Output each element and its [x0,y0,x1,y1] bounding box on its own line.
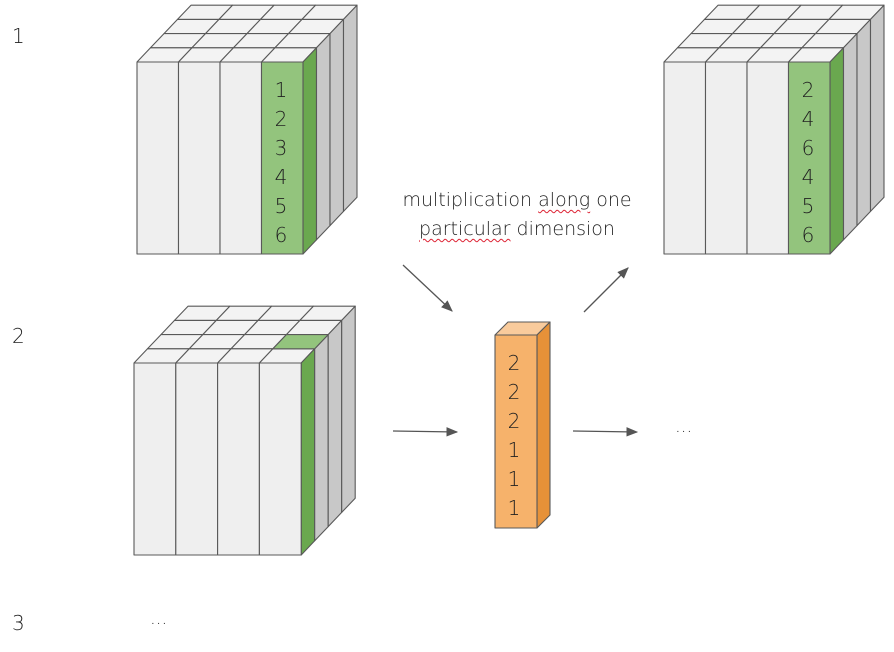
value-cell: 4 [801,107,815,131]
cube-front-column [663,61,707,255]
value-cell: 1 [507,467,521,491]
multiplier-side [536,321,551,529]
caption-word: particular [419,218,511,240]
arrows [392,264,639,437]
cube-front-column [136,61,180,255]
cube-front-column [177,61,221,255]
output-highlighted-column-values: 2 4 6 4 5 6 [788,76,828,250]
cube-side-slab [302,47,318,255]
cube-side-slab [341,305,356,513]
input-tensor-cube-row2 [133,305,356,556]
value-cell: 4 [274,165,288,189]
row-label-1: 1 [12,24,25,48]
caption-line-1: multiplication along one [380,186,654,215]
cube-front-column [258,362,302,556]
cube-side-slab [315,33,331,241]
row3-ellipsis: ... [150,608,168,629]
cube-front-column [217,362,260,556]
value-cell: 2 [274,107,288,131]
operation-caption: multiplication along one particular dime… [380,186,654,244]
cube-side-slab [300,348,316,556]
highlighted-top-cell [272,334,329,350]
highlighted-column [787,61,831,255]
input-tensor-cube-row1 [136,4,358,255]
arrow-multiplier-to-output [583,267,629,313]
input-highlighted-column-values: 1 2 3 4 5 6 [261,76,301,250]
row-label-3: 3 [12,611,25,635]
cube-side-slab [342,4,358,212]
cube-side-slab [856,18,872,227]
cube-side-slab [842,33,858,241]
value-cell: 5 [801,194,815,218]
value-cell: 2 [507,409,521,433]
value-cell: 5 [274,194,288,218]
row2-result-ellipsis: ... [675,416,693,437]
value-cell: 3 [274,136,288,160]
value-cell: 1 [507,496,521,520]
value-cell: 1 [507,438,521,462]
caption-word: dimension [516,218,615,240]
cube-side-slab [329,18,345,227]
highlighted-column [260,61,304,255]
caption-word: multiplication [402,189,533,211]
value-cell: 2 [507,380,521,404]
value-cell: 6 [801,223,815,247]
arrow-row2-multiplier-to-result [572,427,639,437]
cube-side-slab [869,4,885,212]
value-cell: 2 [801,78,815,102]
cube-side-slab [327,319,343,528]
cube-side-slab [314,334,329,542]
caption-word: one [596,189,632,211]
cube-side-slab [829,47,845,255]
output-tensor-cube-row1 [663,4,885,255]
value-cell: 2 [507,351,521,375]
cube-front-column [704,61,748,255]
value-cell: 6 [274,223,288,247]
value-cell: 4 [801,165,815,189]
cube-front-column [219,61,263,255]
cube-front-column [746,61,790,255]
cube-front-column [175,362,219,556]
caption-word: along [538,189,591,211]
cube-front-column [133,362,177,556]
caption-line-2: particular dimension [380,215,654,244]
arrow-cube-to-multiplier [402,264,453,312]
multiplier-front [494,334,538,529]
value-cell: 1 [274,78,288,102]
arrow-row2-cube-to-multiplier [392,427,459,437]
row-label-2: 2 [12,324,25,348]
value-cell: 6 [801,136,815,160]
multiplier-vector [494,321,551,529]
multiplier-values: 2 2 2 1 1 1 [494,349,534,523]
